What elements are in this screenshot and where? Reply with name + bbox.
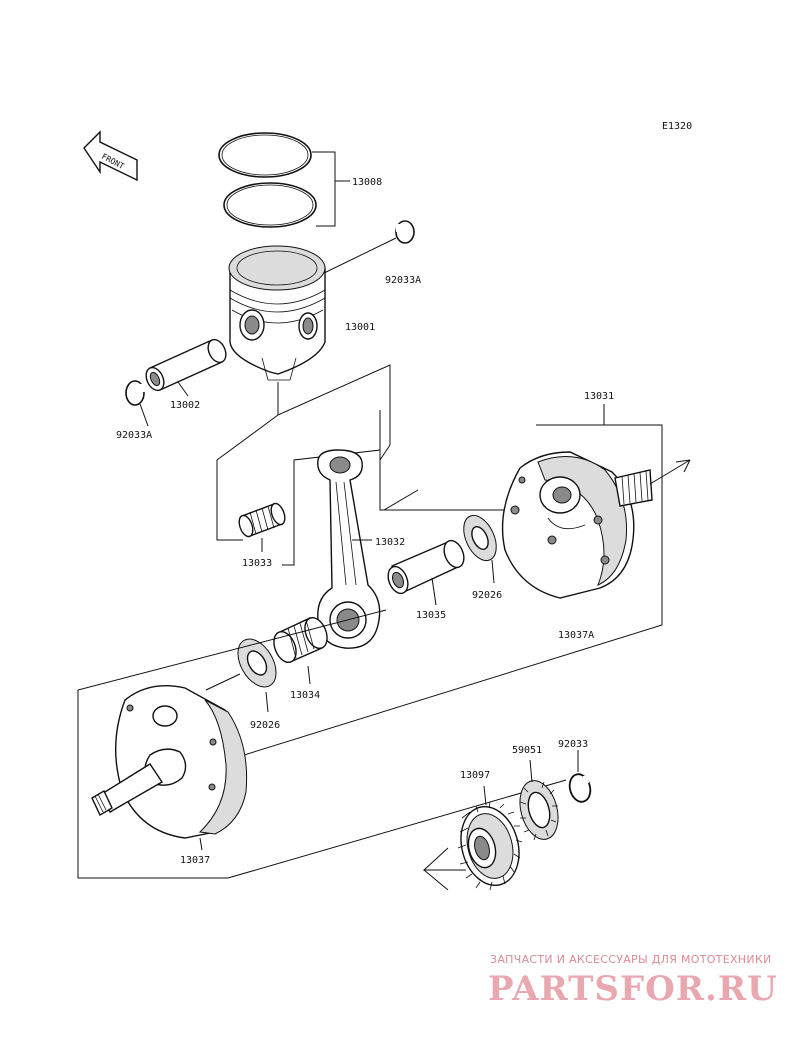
washer-left	[237, 638, 277, 688]
front-arrow-icon: FRONT	[83, 130, 138, 182]
piston-pin	[145, 338, 227, 392]
diagram-code: E1320	[662, 121, 692, 132]
label-13037a: 13037A	[558, 630, 594, 641]
watermark-tagline: ЗАПЧАСТИ И АКСЕССУАРЫ ДЛЯ МОТОТЕХНИКИ	[490, 953, 772, 966]
bearing-small-end	[238, 502, 286, 538]
circlip	[568, 773, 592, 803]
label-92026-left: 92026	[250, 720, 280, 731]
label-92026-right: 92026	[472, 590, 502, 601]
clip-upper	[395, 220, 415, 244]
label-13035: 13035	[416, 610, 446, 621]
label-13033: 13033	[242, 558, 272, 569]
washer-right	[463, 514, 497, 562]
crank-half-left	[91, 685, 248, 839]
crank-half-right	[501, 451, 691, 599]
label-92033a-upper: 92033A	[385, 275, 421, 286]
label-13097: 13097	[460, 770, 490, 781]
watermark-logo: PARTSFOR.RU	[488, 969, 778, 1009]
piston-rings	[218, 132, 317, 228]
label-13037: 13037	[180, 855, 210, 866]
label-13002: 13002	[170, 400, 200, 411]
label-13031: 13031	[584, 391, 614, 402]
crankpin	[387, 539, 465, 595]
label-13008: 13008	[352, 177, 382, 188]
label-92033: 92033	[558, 739, 588, 750]
key-gear	[519, 780, 559, 841]
gear	[457, 801, 523, 891]
con-rod	[317, 449, 381, 649]
piston	[228, 245, 326, 381]
label-59051: 59051	[512, 745, 542, 756]
label-13032: 13032	[375, 537, 405, 548]
label-13001: 13001	[345, 322, 375, 333]
clip-lower	[125, 380, 145, 406]
label-92033a-lower: 92033A	[116, 430, 152, 441]
label-13034: 13034	[290, 690, 320, 701]
